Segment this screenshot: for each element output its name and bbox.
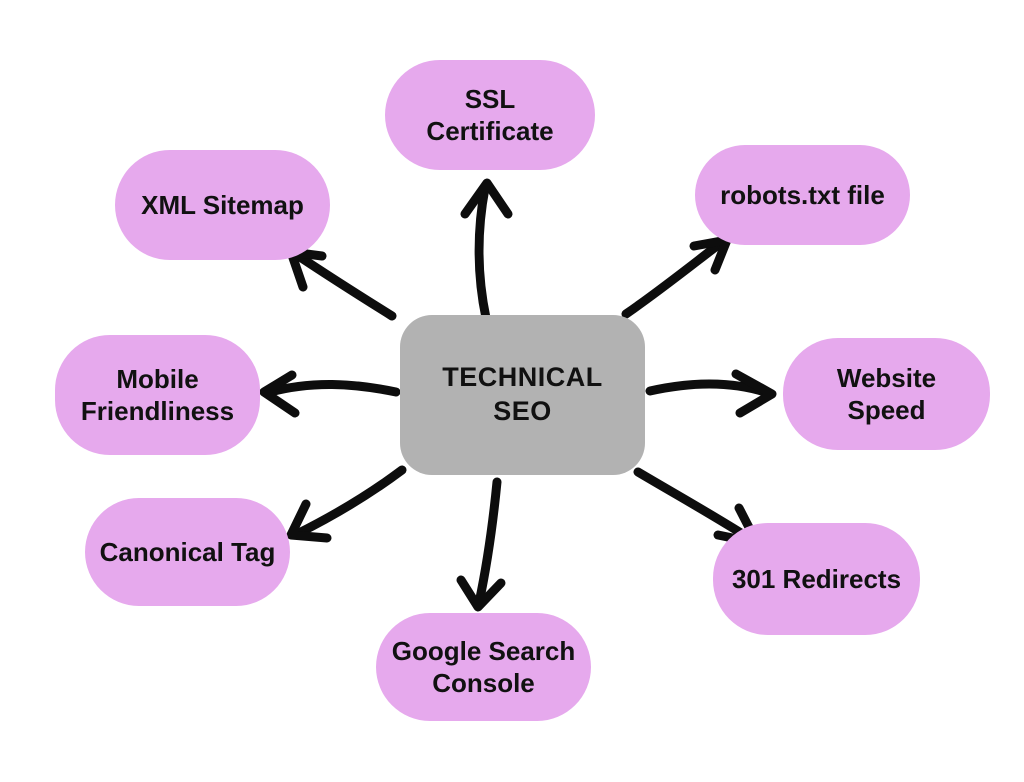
node-label: Canonical Tag bbox=[99, 536, 276, 567]
node-website-speed: Website Speed bbox=[783, 338, 990, 450]
node-label: XML Sitemap bbox=[141, 189, 304, 220]
arrow-to-canonical-tag bbox=[286, 465, 407, 543]
node-robots-txt-file: robots.txt file bbox=[695, 145, 910, 245]
arrow-to-xml-sitemap bbox=[286, 247, 397, 321]
node-label: Google Search Console bbox=[391, 635, 576, 699]
node-xml-sitemap: XML Sitemap bbox=[115, 150, 330, 260]
arrow-to-robots-txt-file bbox=[621, 235, 732, 319]
node-ssl-certificate: SSL Certificate bbox=[385, 60, 595, 170]
node-label: robots.txt file bbox=[720, 179, 885, 210]
arrow-to-google-search-console bbox=[456, 477, 506, 612]
node-label: 301 Redirects bbox=[731, 563, 902, 594]
node-301-redirects: 301 Redirects bbox=[713, 523, 920, 635]
node-mobile-friendliness: Mobile Friendliness bbox=[55, 335, 260, 455]
arrow-to-ssl-certificate bbox=[460, 178, 513, 323]
node-google-search-console: Google Search Console bbox=[376, 613, 591, 721]
node-canonical-tag: Canonical Tag bbox=[85, 498, 290, 606]
arrow-to-website-speed bbox=[645, 369, 777, 418]
node-technical-seo-center: TECHNICAL SEO bbox=[400, 315, 645, 475]
center-node-label: TECHNICAL SEO bbox=[442, 362, 603, 426]
node-label: SSL Certificate bbox=[426, 83, 554, 147]
arrow-to-mobile-friendliness bbox=[259, 370, 401, 418]
node-label: Mobile Friendliness bbox=[80, 363, 235, 427]
node-label: Website Speed bbox=[836, 362, 937, 426]
